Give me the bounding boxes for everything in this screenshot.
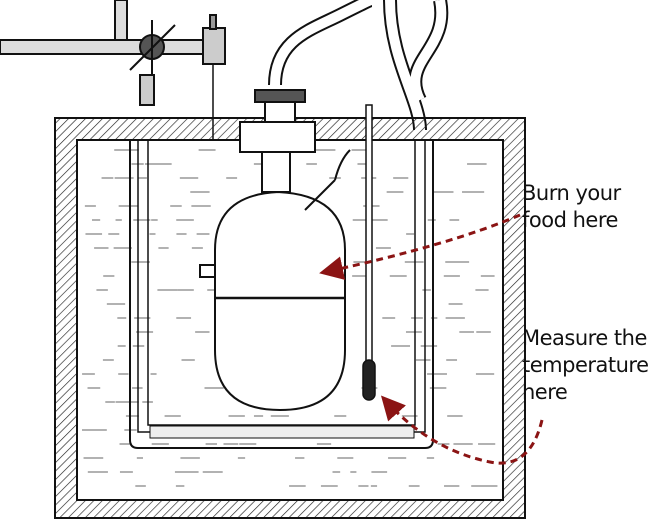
thermometer bbox=[362, 104, 376, 401]
label-line: Burn your bbox=[522, 181, 621, 205]
stand-clamp bbox=[0, 0, 260, 151]
inner-vessel bbox=[129, 140, 434, 449]
bomb-vessel bbox=[199, 89, 351, 412]
label-line: here bbox=[522, 380, 568, 404]
water-lines bbox=[82, 149, 498, 487]
label-line: food here bbox=[522, 208, 618, 232]
label-line: Measure the bbox=[522, 326, 647, 350]
arrow-to-bomb bbox=[319, 213, 521, 280]
arrow-to-thermometer bbox=[380, 395, 544, 465]
label-line: temperature bbox=[522, 353, 649, 377]
burn-food-label: Burn your food here bbox=[522, 180, 621, 234]
measure-temperature-label: Measure the temperature here bbox=[522, 325, 649, 406]
